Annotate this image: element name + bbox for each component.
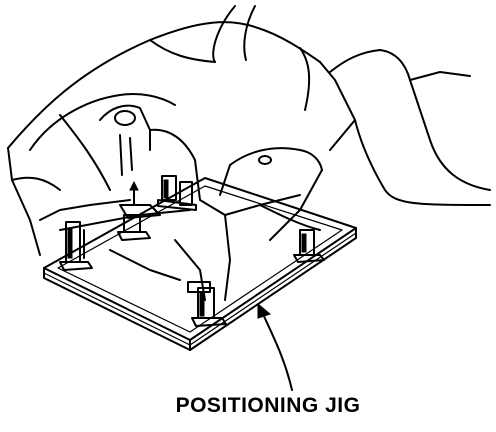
positioning-jig xyxy=(43,177,357,351)
car-body xyxy=(7,5,491,301)
callout-arrow xyxy=(257,302,293,391)
positioning-jig-label: POSITIONING JIG xyxy=(175,394,361,417)
jig-clamps xyxy=(59,175,325,327)
